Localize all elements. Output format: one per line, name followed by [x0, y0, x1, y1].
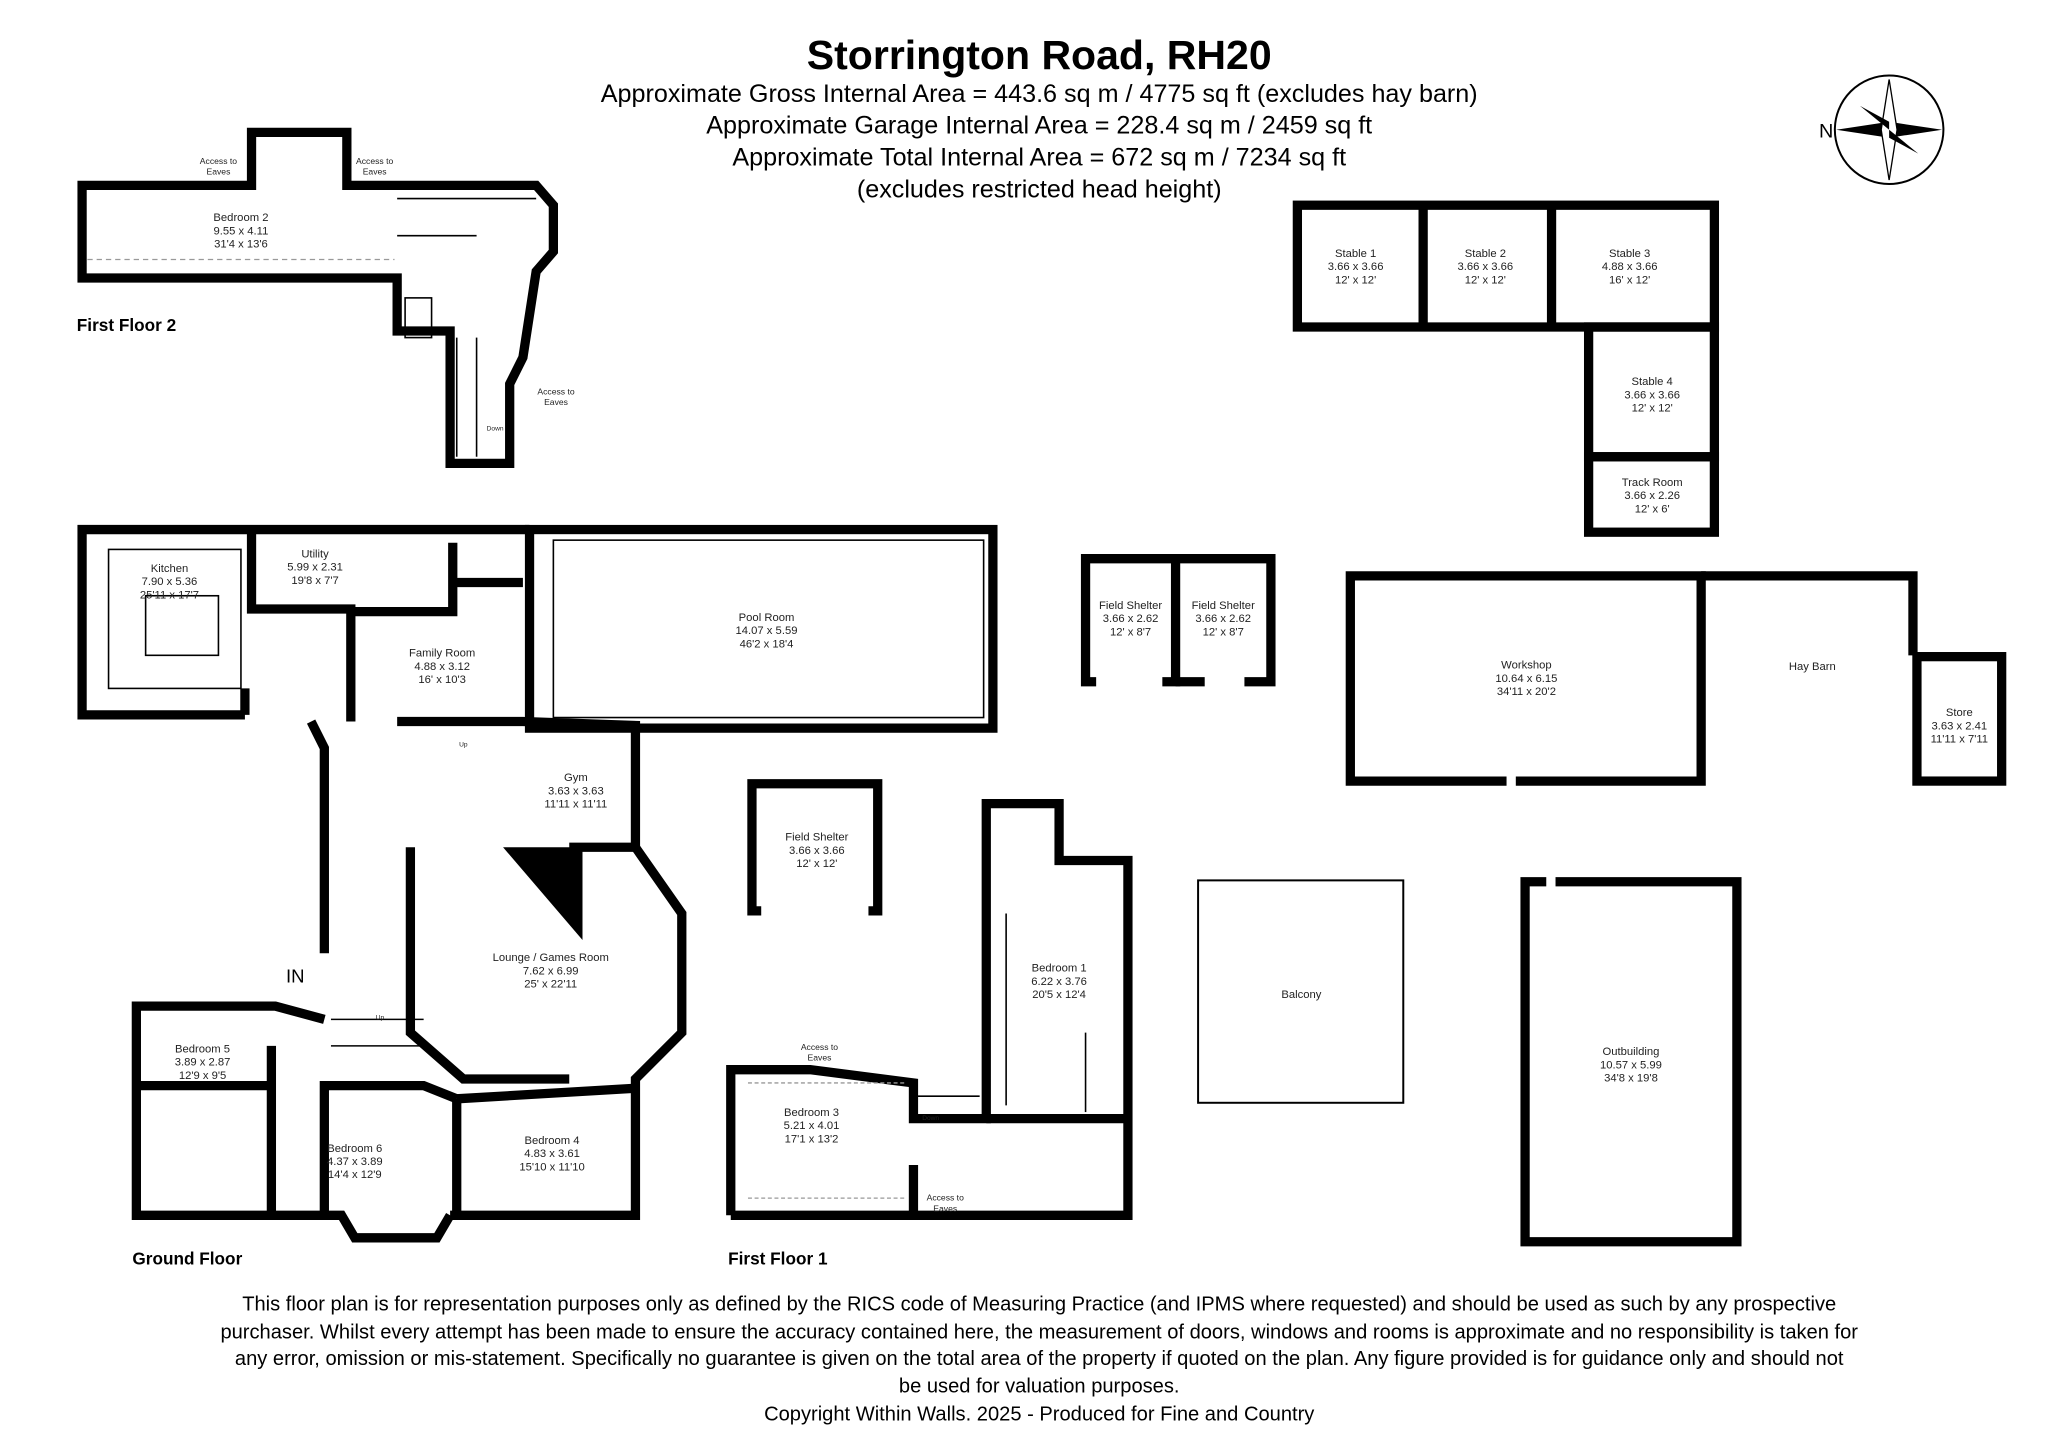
disclaimer-line: This floor plan is for representation pu…	[242, 1294, 1836, 1316]
note-up: Up	[459, 742, 468, 749]
room-label: Hay Barn	[1789, 661, 1836, 673]
page-title: Storrington Road, RH20	[807, 32, 1272, 78]
note-down: Down	[487, 425, 504, 432]
note-up: Up	[376, 1014, 385, 1021]
disclaimer-line: purchaser. Whilst every attempt has been…	[220, 1321, 1858, 1343]
stables-plan	[1292, 200, 1720, 537]
area-line-note: (excludes restricted head height)	[857, 175, 1222, 203]
workshop-plan	[1345, 571, 2007, 786]
floor-label-first-floor-2: First Floor 2	[77, 315, 176, 335]
field-shelter-outline	[747, 779, 883, 916]
area-line-gross: Approximate Gross Internal Area = 443.6 …	[601, 80, 1478, 108]
outbuilding-outline	[1520, 877, 1742, 1247]
floor-label-ground-floor: Ground Floor	[132, 1248, 242, 1268]
disclaimer-line: be used for valuation purposes.	[899, 1376, 1180, 1398]
disclaimer-line: any error, omission or mis-statement. Sp…	[235, 1348, 1844, 1370]
area-line-garage: Approximate Garage Internal Area = 228.4…	[706, 112, 1372, 140]
entrance-label: IN	[286, 965, 305, 986]
room-label: Balcony	[1281, 989, 1321, 1001]
copyright: Copyright Within Walls. 2025 - Produced …	[764, 1404, 1315, 1426]
compass-north-label: N	[1819, 121, 1833, 143]
first-floor-1-plan	[726, 798, 1405, 1220]
note-down: Down	[922, 1115, 939, 1122]
compass-rose-icon: N	[1819, 74, 1945, 186]
floor-label-first-floor-1: First Floor 1	[728, 1248, 828, 1268]
ground-floor-plan	[77, 524, 998, 1243]
area-line-total: Approximate Total Internal Area = 672 sq…	[732, 143, 1346, 171]
first-floor-2-plan	[77, 127, 559, 468]
